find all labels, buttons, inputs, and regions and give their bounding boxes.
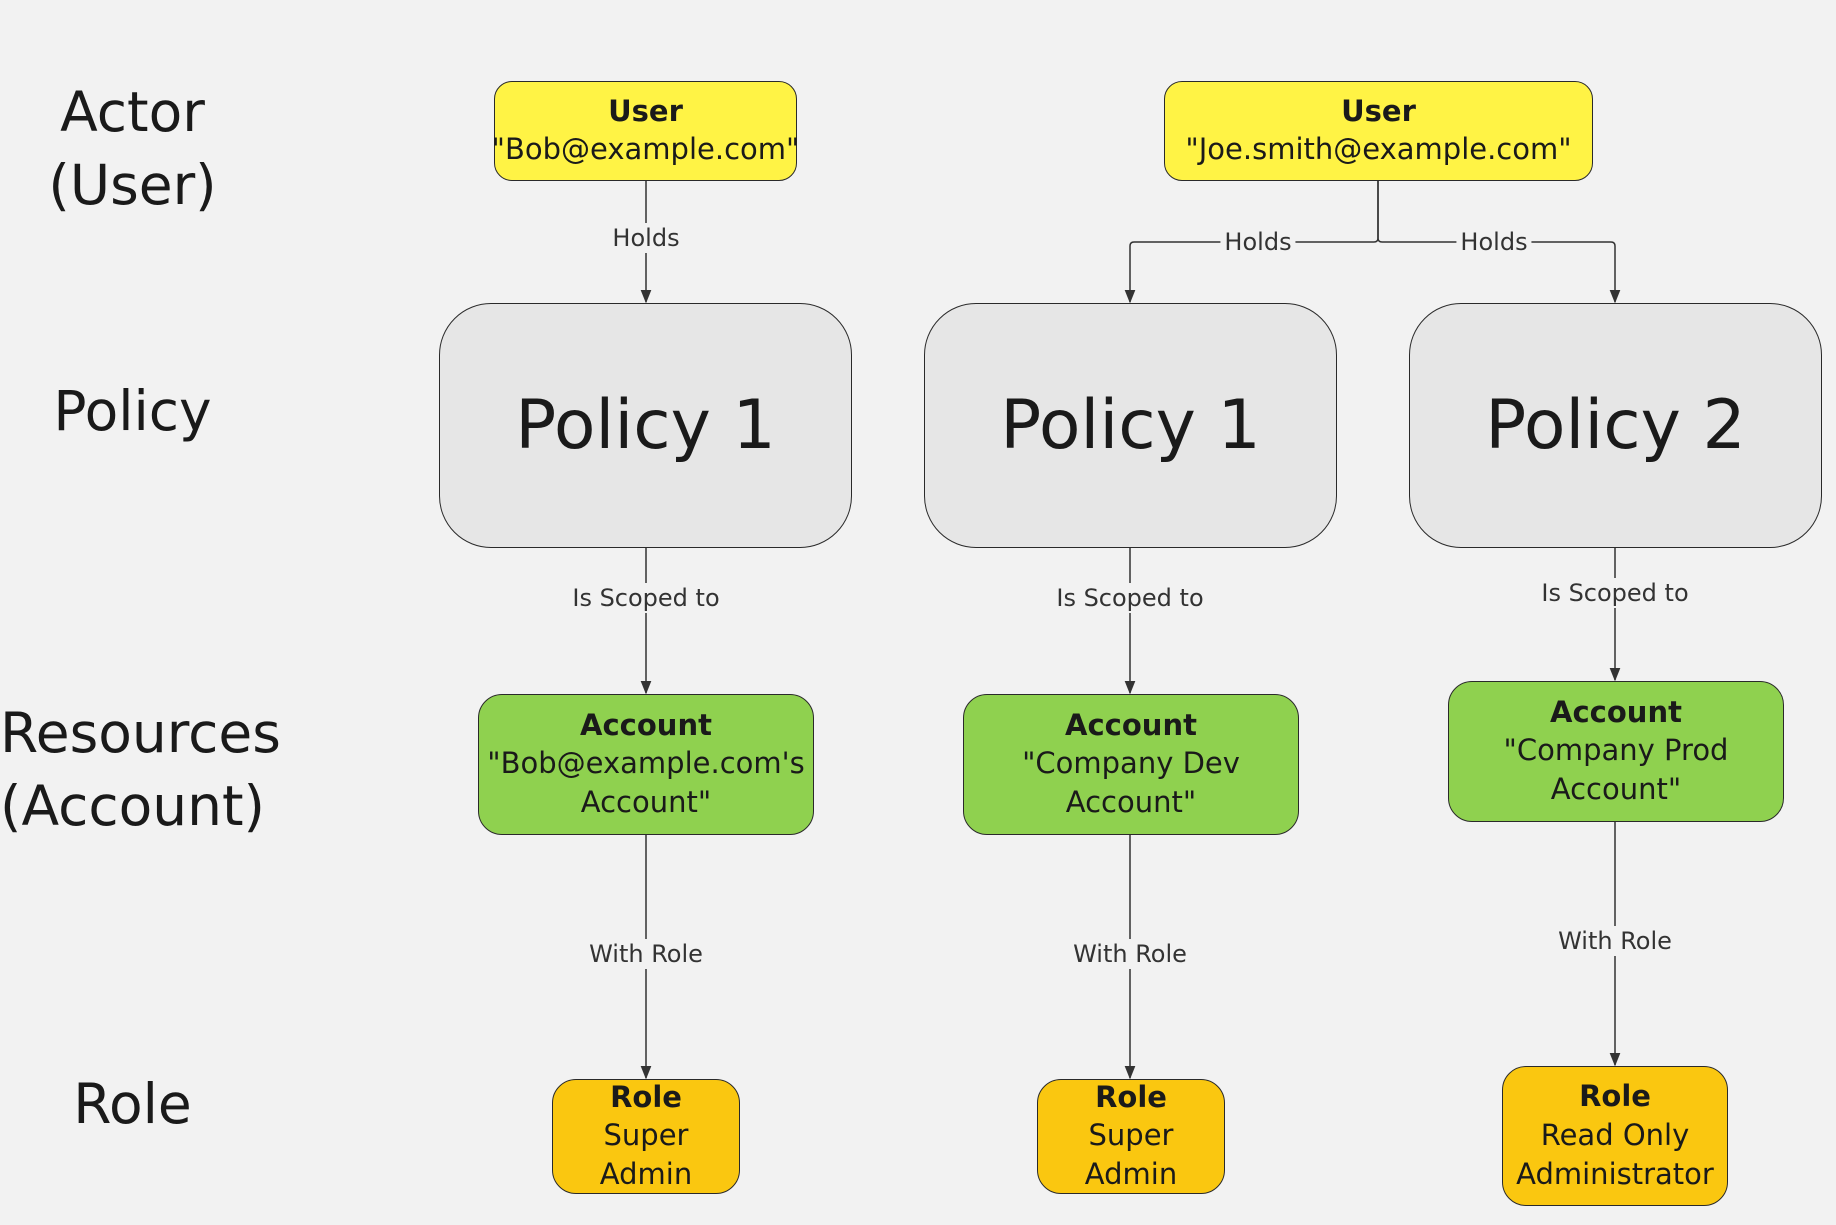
account-node-1-line2: Account": [580, 785, 712, 820]
role-node-2[interactable]: Role Super Admin: [1037, 1079, 1225, 1194]
row-label-actor: Actor (User): [0, 76, 265, 222]
role-node-1-title: Role: [610, 1079, 682, 1114]
role-node-2-line1: Super Admin: [1084, 1118, 1178, 1192]
policy-node-1[interactable]: Policy 1: [439, 303, 852, 548]
user-node-2-email: "Joe.smith@example.com": [1185, 132, 1572, 167]
edge-label-with-role-1: With Role: [585, 939, 707, 969]
edge-label-holds-2: Holds: [1220, 227, 1296, 257]
account-node-2-title: Account: [1065, 707, 1197, 742]
account-node-3-title: Account: [1550, 694, 1682, 729]
user-node-1-email: "Bob@example.com": [491, 132, 800, 167]
policy-node-1-label: Policy 1: [515, 386, 776, 465]
account-node-2-line1: "Company Dev: [1022, 746, 1240, 781]
edge-label-scoped-1: Is Scoped to: [568, 583, 724, 613]
row-label-actor-subtitle: (User): [48, 153, 217, 218]
policy-node-2-label: Policy 1: [1000, 386, 1261, 465]
edge-label-holds-1: Holds: [608, 223, 684, 253]
row-label-resources-title: Resources: [0, 701, 281, 765]
account-node-3-line2: Account": [1550, 772, 1682, 807]
edge-label-holds-3: Holds: [1456, 227, 1532, 257]
role-node-3-line1: Read Only: [1540, 1117, 1690, 1152]
policy-node-3[interactable]: Policy 2: [1409, 303, 1822, 548]
edge-label-scoped-2: Is Scoped to: [1052, 583, 1208, 613]
role-node-3-line2: Administrator: [1516, 1156, 1714, 1191]
role-node-3[interactable]: Role Read Only Administrator: [1502, 1066, 1728, 1206]
account-node-2-line2: Account": [1065, 785, 1197, 820]
user-node-2[interactable]: User "Joe.smith@example.com": [1164, 81, 1593, 181]
user-node-2-title: User: [1341, 93, 1416, 128]
row-label-role: Role: [0, 1068, 265, 1141]
user-node-1-title: User: [608, 93, 683, 128]
account-node-1-line1: "Bob@example.com's: [487, 746, 805, 781]
account-node-3-line1: "Company Prod: [1503, 733, 1729, 768]
row-label-actor-title: Actor: [60, 80, 205, 144]
policy-node-3-label: Policy 2: [1485, 386, 1746, 465]
row-label-resources-subtitle: (Account): [0, 774, 265, 839]
role-node-2-title: Role: [1095, 1079, 1167, 1114]
user-node-1[interactable]: User "Bob@example.com": [491, 81, 800, 181]
row-label-policy: Policy: [0, 375, 265, 448]
role-node-3-title: Role: [1579, 1079, 1651, 1114]
account-node-1[interactable]: Account "Bob@example.com's Account": [478, 694, 814, 835]
row-label-role-title: Role: [73, 1072, 192, 1136]
account-node-2[interactable]: Account "Company Dev Account": [963, 694, 1299, 835]
edge-label-with-role-3: With Role: [1554, 926, 1676, 956]
row-label-resources: Resources (Account): [0, 697, 281, 843]
account-node-1-title: Account: [580, 707, 712, 742]
account-node-3[interactable]: Account "Company Prod Account": [1448, 681, 1784, 822]
policy-node-2[interactable]: Policy 1: [924, 303, 1337, 548]
role-node-1-line1: Super Admin: [599, 1118, 693, 1192]
edge-label-scoped-3: Is Scoped to: [1537, 578, 1693, 608]
edge-label-with-role-2: With Role: [1069, 939, 1191, 969]
role-node-1[interactable]: Role Super Admin: [552, 1079, 740, 1194]
row-label-policy-title: Policy: [53, 379, 212, 443]
